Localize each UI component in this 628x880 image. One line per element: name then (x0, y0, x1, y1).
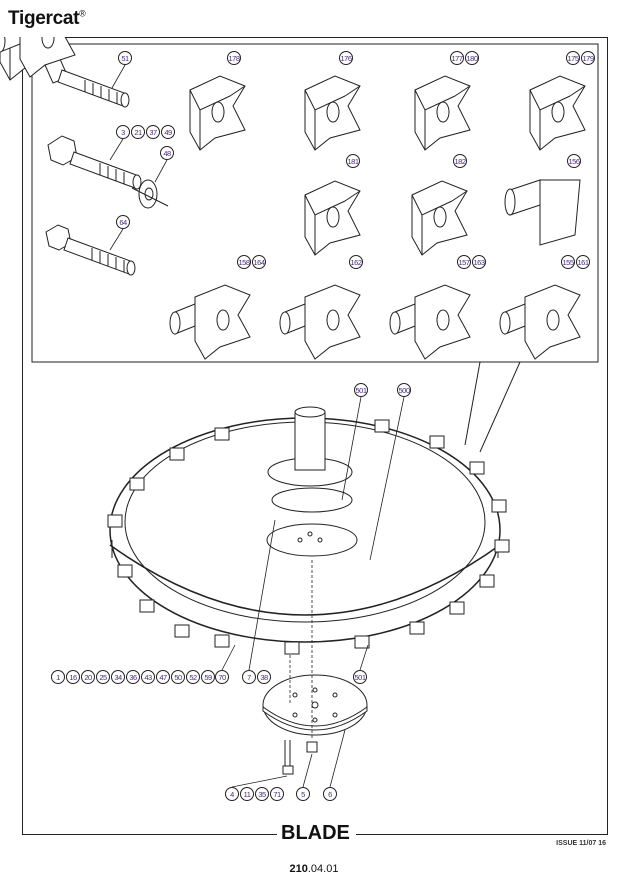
callout: 161 (576, 255, 590, 269)
callout: 21 (131, 125, 145, 139)
blade-teeth (107, 419, 510, 655)
frame-divider (22, 834, 277, 835)
bolt-51 (44, 58, 130, 108)
cutter-156 (504, 179, 581, 246)
callout: 11 (240, 787, 254, 801)
callout: 180 (465, 51, 479, 65)
callout: 16 (66, 670, 80, 684)
callout: 43 (141, 670, 155, 684)
callout: 35 (255, 787, 269, 801)
page-title: BLADE (281, 822, 350, 844)
callout: 1 (51, 670, 65, 684)
callout: 6 (323, 787, 337, 801)
plate-6 (262, 674, 368, 736)
washer-48 (131, 179, 169, 209)
frame-divider (356, 834, 608, 835)
callout: 501 (353, 670, 367, 684)
page-number: 210.04.01 (289, 863, 339, 875)
brand-logo: Tigercat® (8, 8, 86, 30)
hub-assembly (266, 406, 358, 557)
callout: 4 (225, 787, 239, 801)
callout: 71 (270, 787, 284, 801)
callout: 34 (111, 670, 125, 684)
callout: 38 (257, 670, 271, 684)
callout: 47 (156, 670, 170, 684)
callout: 176 (339, 51, 353, 65)
cutter-with-shank (0, 37, 76, 78)
callout: 5 (296, 787, 310, 801)
callout: 181 (346, 154, 360, 168)
callout: 500 (397, 383, 411, 397)
callout: 164 (252, 255, 266, 269)
blade-exploded-diagram (0, 37, 599, 788)
callout: 52 (186, 670, 200, 684)
callout: 162 (349, 255, 363, 269)
callout: 179 (581, 51, 595, 65)
bolt-4 (282, 740, 294, 775)
callout: 177 (450, 51, 464, 65)
callout: 36 (126, 670, 140, 684)
callout: 49 (161, 125, 175, 139)
callout: 50 (171, 670, 185, 684)
callout: 155 (561, 255, 575, 269)
inset-box (31, 43, 599, 363)
callout: 59 (201, 670, 215, 684)
callout: 158 (237, 255, 251, 269)
callout: 70 (215, 670, 229, 684)
callout: 163 (472, 255, 486, 269)
callout: 182 (453, 154, 467, 168)
callout: 175 (566, 51, 580, 65)
bolt-3 (47, 135, 142, 190)
callout: 156 (567, 154, 581, 168)
drawing-frame (22, 37, 608, 835)
callout: 37 (146, 125, 160, 139)
callout: 3 (116, 125, 130, 139)
callout: 25 (96, 670, 110, 684)
nut-5 (306, 741, 318, 753)
callout: 64 (116, 215, 130, 229)
bolt-64 (45, 224, 136, 276)
callout: 48 (160, 146, 174, 160)
callout: 7 (242, 670, 256, 684)
callout: 20 (81, 670, 95, 684)
issue-label: ISSUE 11/07 16 (556, 840, 606, 847)
callout: 501 (354, 383, 368, 397)
callout: 178 (227, 51, 241, 65)
callout: 51 (118, 51, 132, 65)
callout: 157 (457, 255, 471, 269)
